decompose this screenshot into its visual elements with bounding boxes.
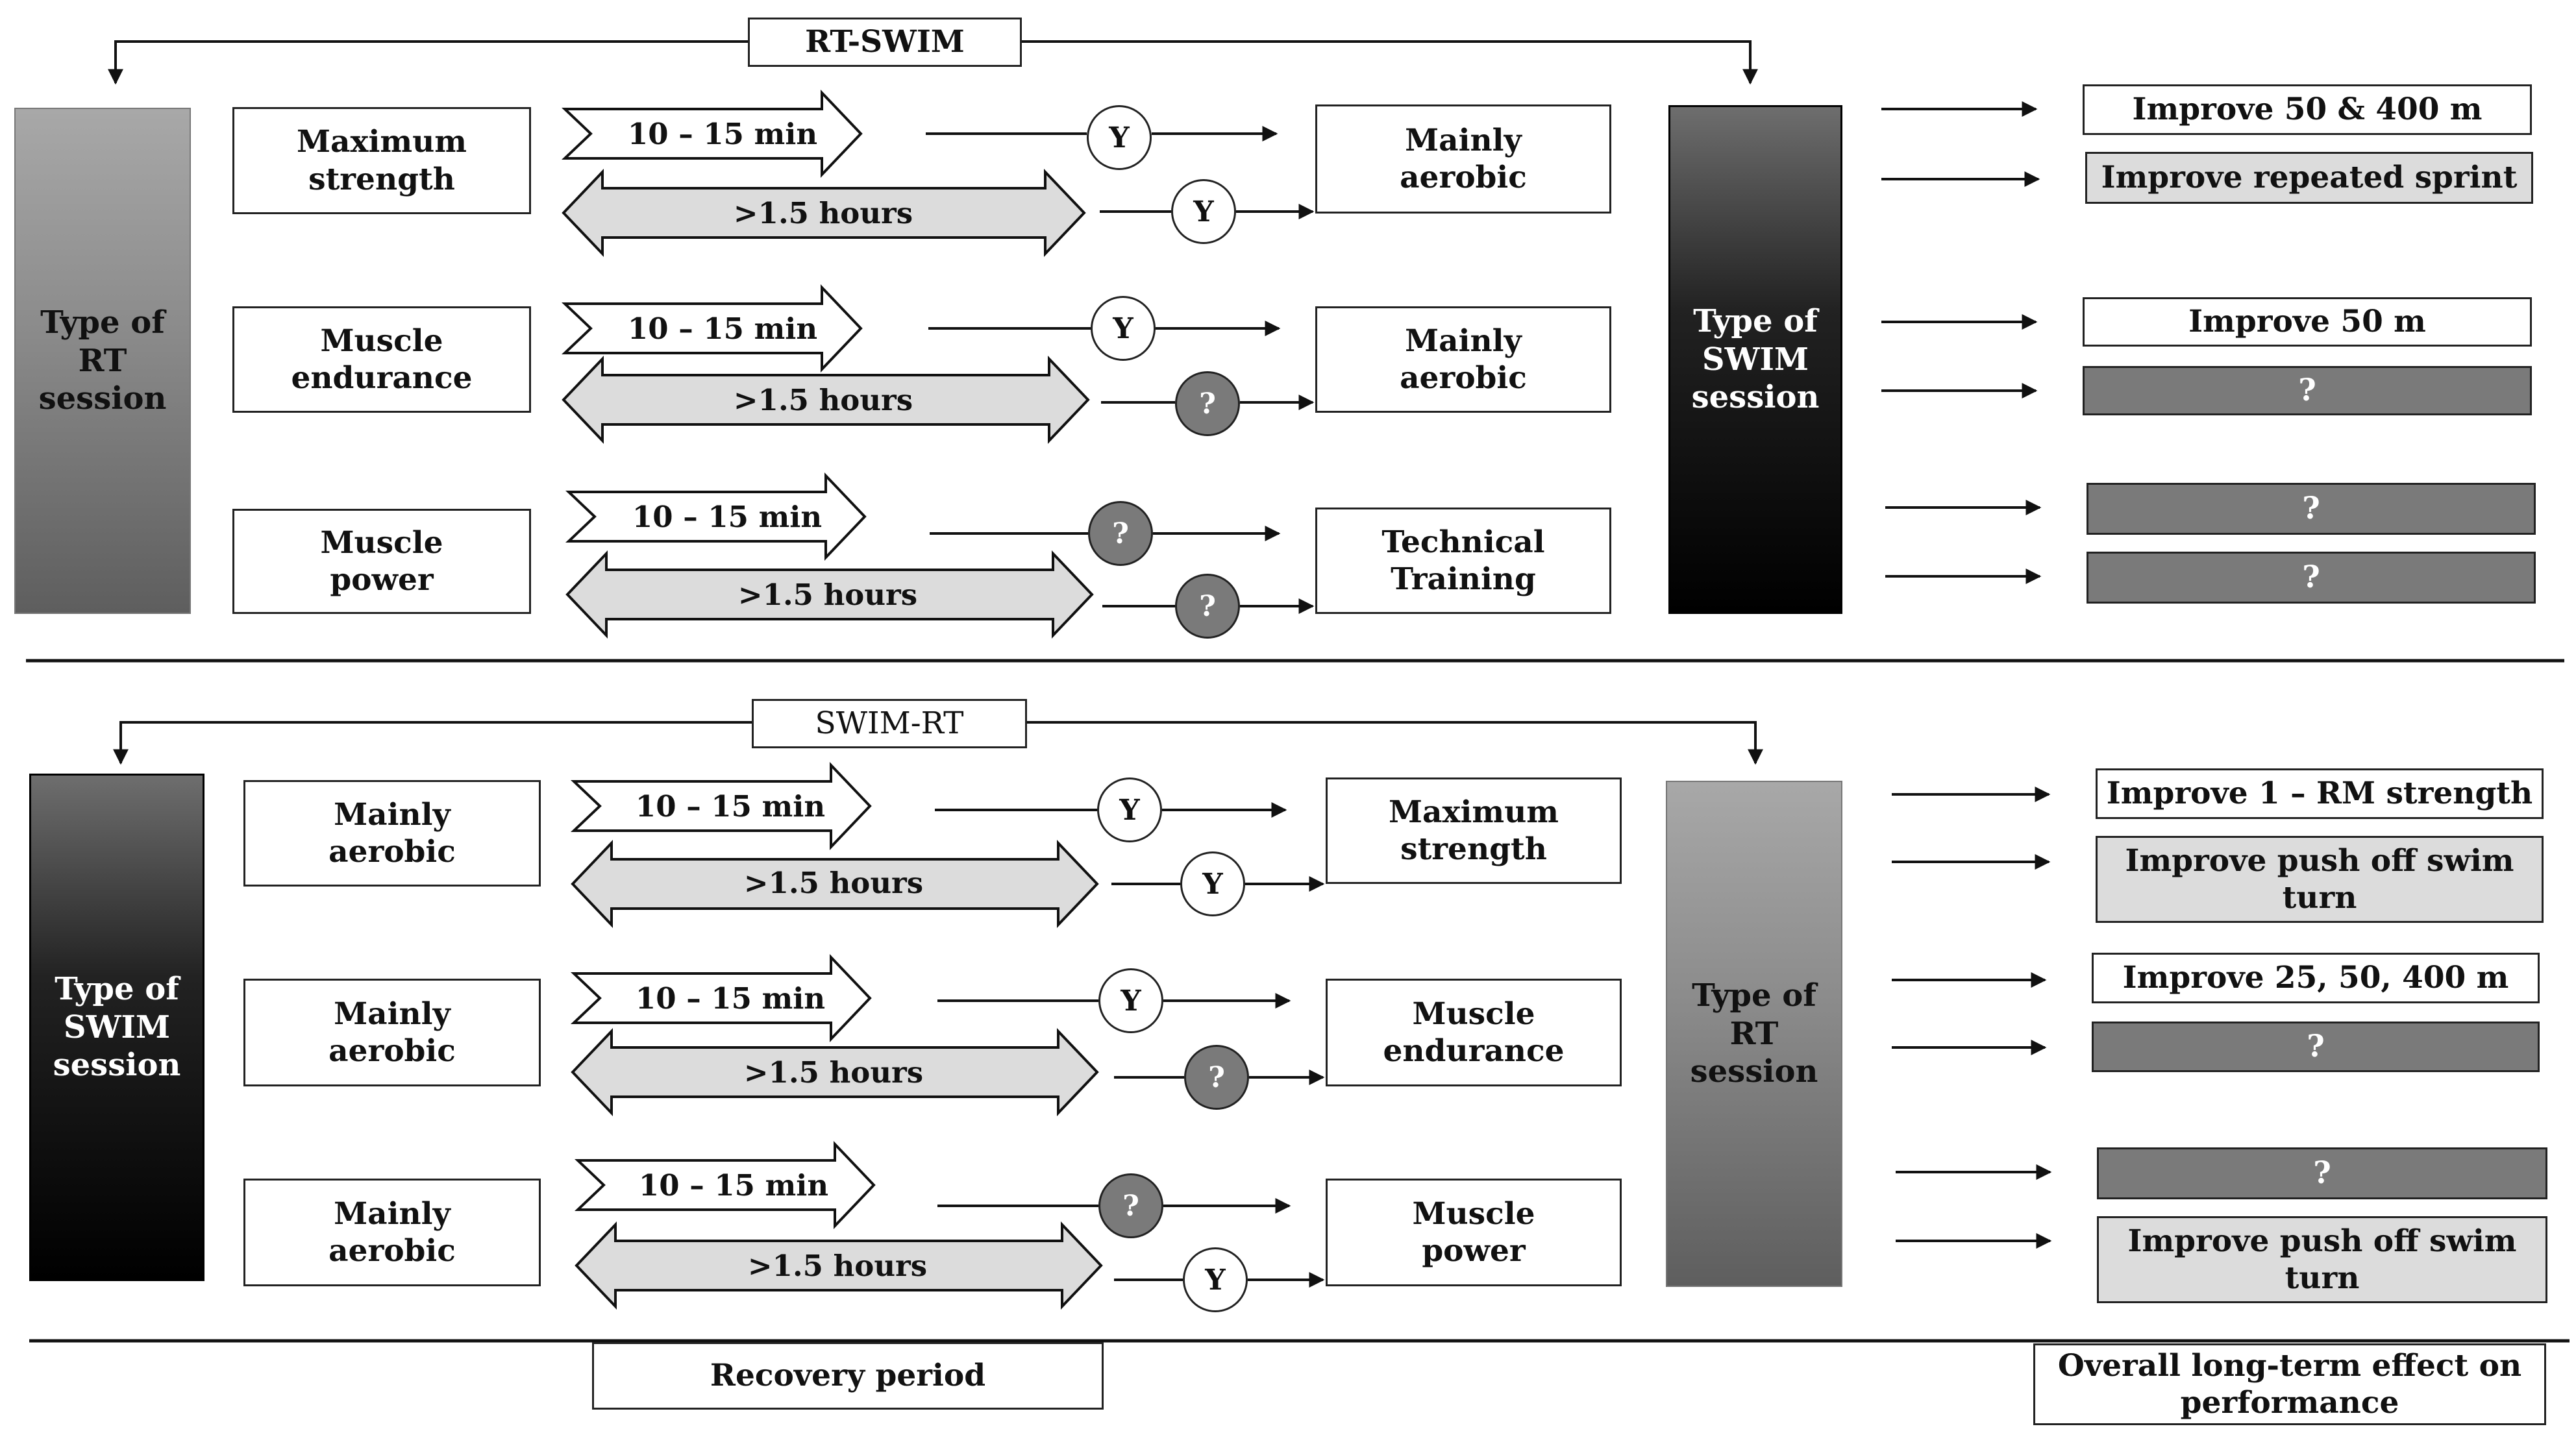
rt-swim-row1-short-arrow <box>561 90 863 178</box>
swim-rt-row2-long-label: >1.5 hours <box>743 1055 924 1090</box>
rt-swim-row3-long-arrow <box>565 550 1094 639</box>
rt-swim-row1-short-label: 10 – 15 min <box>627 116 818 151</box>
rt-swim-source-muscle-endurance: Muscle endurance <box>232 306 531 413</box>
swim-rt-row1-long-marker: Y <box>1180 851 1245 916</box>
swim-rt-row1-short-arrow <box>570 762 872 850</box>
rt-swim-row3-long-marker: ? <box>1175 574 1240 639</box>
rt-swim-row2-short-label: 10 – 15 min <box>627 311 818 346</box>
rt-swim-row2-short-marker: Y <box>1091 296 1156 361</box>
type-of-rt-session-column-bottom: Type of RT session <box>1666 781 1842 1287</box>
swim-rt-row3-long-marker: Y <box>1183 1247 1248 1312</box>
rt-swim-row1-short-marker: Y <box>1087 105 1152 170</box>
swim-rt-row3-outcome-1: ? <box>2097 1147 2547 1199</box>
rt-swim-row1-long-label: >1.5 hours <box>733 195 913 230</box>
rt-swim-source-maximum-strength: Maximum strength <box>232 107 531 214</box>
type-of-swim-session-column-top: Type of SWIM session <box>1668 105 1842 614</box>
rt-swim-row3-short-label: 10 – 15 min <box>632 499 823 534</box>
rt-swim-source-muscle-power: Muscle power <box>232 509 531 614</box>
swim-rt-row1-outcome-2: Improve push off swim turn <box>2096 836 2544 923</box>
swim-rt-row3-short-arrow <box>574 1141 876 1229</box>
rt-swim-bracket-right <box>1022 40 1758 85</box>
rt-swim-row2-outcome-1: Improve 50 m <box>2083 297 2532 347</box>
swim-rt-bracket-right <box>1027 721 1763 765</box>
rt-swim-row3-long-label: >1.5 hours <box>737 577 918 612</box>
overall-long-term-effect-label: Overall long-term effect on performance <box>2033 1343 2546 1425</box>
rt-swim-target-technical-training: Technical Training <box>1315 508 1611 614</box>
swim-rt-row3-outcome-2: Improve push off swim turn <box>2097 1216 2547 1303</box>
swim-rt-source-mainly-aerobic-2: Mainly aerobic <box>243 979 541 1086</box>
swim-rt-row2-short-label: 10 – 15 min <box>635 981 826 1016</box>
type-of-rt-session-column-top: Type of RT session <box>14 108 191 614</box>
rt-swim-row2-long-arrow <box>562 356 1090 444</box>
rt-swim-row2-long-label: >1.5 hours <box>733 382 913 417</box>
swim-rt-row2-outcome-1: Improve 25, 50, 400 m <box>2092 953 2540 1003</box>
swim-rt-bracket-left <box>113 721 752 765</box>
swim-rt-row1-long-arrow <box>571 840 1099 928</box>
rt-swim-row2-short-arrow <box>561 284 863 373</box>
swim-rt-row3-long-arrow <box>575 1221 1103 1310</box>
rt-swim-row1-long-arrow <box>562 169 1086 257</box>
swim-rt-row1-short-label: 10 – 15 min <box>635 789 826 824</box>
swim-rt-row2-long-marker: ? <box>1184 1045 1249 1110</box>
swim-rt-target-maximum-strength: Maximum strength <box>1326 777 1622 884</box>
rt-swim-row1-outcome-1: Improve 50 & 400 m <box>2083 84 2532 135</box>
rt-swim-row1-outcome-2: Improve repeated sprint <box>2085 152 2533 204</box>
rt-swim-target-mainly-aerobic-1: Mainly aerobic <box>1315 104 1611 214</box>
recovery-period-label: Recovery period <box>592 1342 1104 1410</box>
rt-swim-row3-short-arrow <box>565 472 867 561</box>
swim-rt-source-mainly-aerobic-3: Mainly aerobic <box>243 1179 541 1286</box>
rt-swim-row3-outcome-1: ? <box>2087 483 2536 535</box>
swim-rt-row1-short-marker: Y <box>1097 777 1162 842</box>
swim-rt-row3-short-label: 10 – 15 min <box>638 1168 829 1203</box>
type-of-swim-session-column-bottom: Type of SWIM session <box>29 774 204 1281</box>
rt-swim-row2-long-marker: ? <box>1175 371 1240 436</box>
rt-swim-bracket-left <box>108 40 748 85</box>
swim-rt-row3-short-marker: ? <box>1098 1173 1163 1238</box>
swim-rt-row1-long-label: >1.5 hours <box>743 865 924 900</box>
rt-swim-row3-outcome-2: ? <box>2087 552 2536 604</box>
swim-rt-source-mainly-aerobic-1: Mainly aerobic <box>243 780 541 887</box>
rt-swim-row2-outcome-2: ? <box>2083 366 2532 415</box>
rt-swim-target-mainly-aerobic-2: Mainly aerobic <box>1315 306 1611 413</box>
swim-rt-target-muscle-power: Muscle power <box>1326 1179 1622 1286</box>
swim-rt-target-muscle-endurance: Muscle endurance <box>1326 979 1622 1086</box>
swim-rt-row2-short-arrow <box>570 954 872 1042</box>
swim-rt-row1-outcome-1: Improve 1 – RM strength <box>2096 768 2544 819</box>
rt-swim-row1-long-marker: Y <box>1171 179 1236 244</box>
rt-swim-title: RT-SWIM <box>748 18 1022 67</box>
swim-rt-title: SWIM-RT <box>752 699 1027 748</box>
swim-rt-row2-short-marker: Y <box>1098 968 1163 1033</box>
rt-swim-row3-short-marker: ? <box>1088 501 1153 566</box>
swim-rt-row2-outcome-2: ? <box>2092 1022 2540 1072</box>
swim-rt-row2-long-arrow <box>571 1028 1099 1116</box>
swim-rt-row3-long-label: >1.5 hours <box>747 1248 928 1283</box>
